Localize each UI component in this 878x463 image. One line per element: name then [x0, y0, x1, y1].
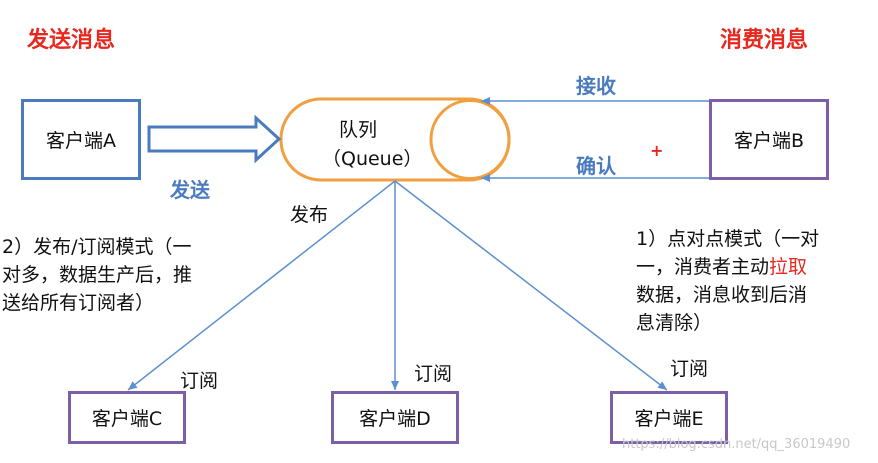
- p2p-note-line-2: 一，消费者主动拉取: [636, 253, 819, 281]
- client-b-label: 客户端B: [733, 130, 805, 152]
- watermark: https://blog.csdn.net/qq_36019490: [622, 437, 851, 452]
- receive-label: 接收: [576, 74, 616, 98]
- subscribe-label-e: 订阅: [670, 358, 709, 380]
- client-a-label: 客户端A: [46, 130, 116, 152]
- client-b-box: 客户端B: [709, 99, 829, 180]
- send-arrow: [147, 114, 282, 164]
- client-d-label: 客户端D: [359, 408, 431, 430]
- pull-highlight: 拉取: [769, 256, 808, 278]
- queue-sublabel: （Queue）: [322, 148, 423, 170]
- client-a-box: 客户端A: [21, 99, 141, 180]
- p2p-note: 1）点对点模式（一对 一，消费者主动拉取 数据，消息收到后消 息清除）: [636, 225, 819, 337]
- publish-label: 发布: [290, 204, 329, 226]
- subscribe-label-d: 订阅: [414, 363, 453, 385]
- client-c-box: 客户端C: [68, 391, 186, 444]
- send-label: 发送: [170, 178, 210, 202]
- pubsub-note: 2）发布/订阅模式（一 对多，数据生产后，推 送给所有订阅者）: [2, 233, 192, 317]
- pubsub-note-line-3: 送给所有订阅者）: [2, 292, 155, 314]
- client-e-box: 客户端E: [610, 391, 728, 444]
- pubsub-note-line-2: 对多，数据生产后，推: [2, 264, 193, 286]
- confirm-label: 确认: [576, 154, 616, 178]
- client-c-label: 客户端C: [91, 408, 163, 430]
- publish-line-e: [394, 180, 668, 391]
- client-e-label: 客户端E: [634, 408, 704, 430]
- p2p-note-line-4: 息清除）: [636, 312, 713, 334]
- p2p-note-line-2-text: 一，消费者主动: [636, 256, 770, 278]
- p2p-note-line-3: 数据，消息收到后消: [636, 284, 808, 306]
- client-d-box: 客户端D: [331, 391, 459, 444]
- plus-mark: +: [650, 141, 664, 160]
- queue-shape: [279, 97, 511, 182]
- queue-label: 队列: [339, 119, 378, 141]
- pubsub-note-line-1: 2）发布/订阅模式（一: [2, 236, 192, 258]
- p2p-note-line-1: 1）点对点模式（一对: [636, 228, 820, 250]
- subscribe-label-c: 订阅: [180, 370, 219, 392]
- send-message-header: 发送消息: [27, 28, 116, 53]
- publish-line-c: [127, 180, 396, 391]
- consume-message-header: 消费消息: [720, 28, 809, 53]
